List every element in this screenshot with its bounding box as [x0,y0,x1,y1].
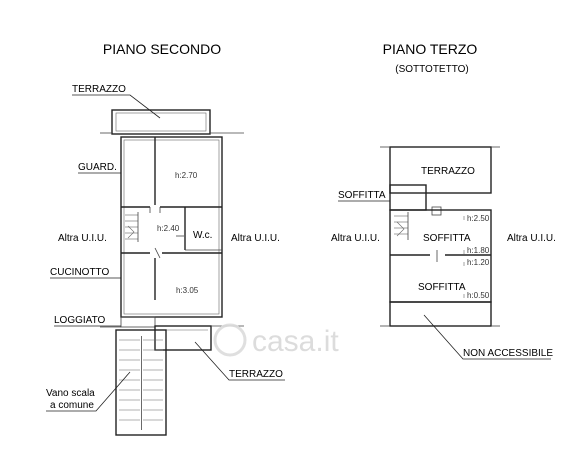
height-label: h:0.50 [467,291,490,300]
soffitta-mid-label: SOFFITTA [423,233,471,244]
bottom-terrace-outline [154,325,212,351]
terrazzo-bottom-label: TERRAZZO [229,369,283,380]
stairwell-steps [119,336,163,430]
altra-uiu-right: Altra U.I.U. [231,233,280,244]
apartment-outline [120,136,223,318]
non-accessibile-label: NON ACCESSIBILE [463,348,553,359]
non-accessible-outline [389,301,492,327]
top-terrace-outline [111,109,211,135]
chimney-mark [431,206,442,216]
watermark-text: casa.it [252,325,339,358]
terrazzo-top-leader [72,94,161,119]
top-terrace-inner [115,112,207,132]
watermark-logo-icon [213,323,247,357]
vano-scala-leader [46,371,131,412]
third-floor-subtitle: (SOTTOTETTO) [395,64,469,75]
altra-uiu-left: Altra U.I.U. [331,233,380,244]
height-label: h:2.50 [467,214,490,223]
vano-scala-label-2: a comune [50,400,94,411]
loggiato-label: LOGGIATO [54,315,106,326]
guard-label: GUARD. [78,162,117,173]
vano-scala-label-1: Vano scala [46,388,95,399]
second-floor-title: PIANO SECONDO [103,41,221,57]
altra-uiu-left: Altra U.I.U. [58,233,107,244]
loggiato-outline [120,316,156,328]
non-accessibile-leader [423,314,551,360]
height-label: h:1.80 [467,246,490,255]
cucinotto-label: CUCINOTTO [50,267,109,278]
terrazzo-bottom-leader [194,341,285,381]
attic-terrazzo-label: TERRAZZO [421,166,475,177]
door-mark [154,247,161,259]
terrazzo-top-label: TERRAZZO [72,84,126,95]
height-label: h:1.20 [467,258,490,267]
height-label: h:3.05 [176,286,199,295]
small-soffitta-outline [389,184,427,211]
attic-terrace-outline [389,146,492,194]
height-label: h:2.70 [175,171,198,180]
attic-stair [394,212,409,240]
internal-stair [125,212,139,242]
soffitta-low-label: SOFFITTA [418,282,466,293]
third-floor-title: PIANO TERZO [383,41,478,57]
altra-uiu-right: Altra U.I.U. [507,233,556,244]
stairwell-outline [115,329,167,436]
wc-label: W.c. [193,230,212,241]
casa-it-watermark: casa.it [213,323,339,358]
apartment-inner-outline [123,139,220,315]
third-floor-plan: TERRAZZO SOFFITTA SOFFITTA SOFFITTA h:2.… [331,146,556,360]
second-floor-plan: h:2.70 h:2.40 h:3.05 W.c. TERRAZZO GUARD… [46,84,285,436]
height-label: h:2.40 [157,224,180,233]
soffitta-label: SOFFITTA [338,190,386,201]
